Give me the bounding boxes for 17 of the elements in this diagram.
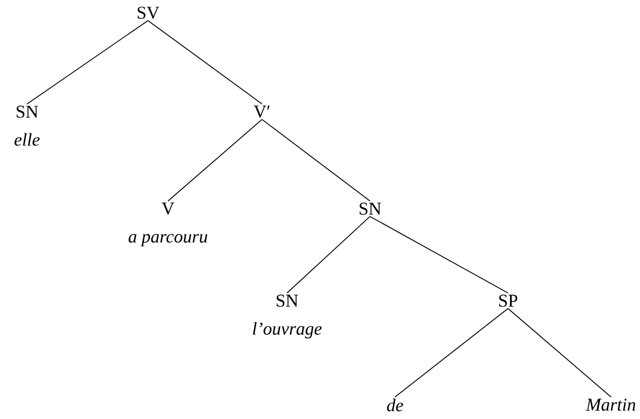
- category-label: SN: [360, 202, 382, 215]
- tree-branch: [394, 308, 508, 398]
- category-label: SN l’ouvrage: [252, 294, 322, 338]
- category-label: SN elle: [14, 106, 40, 146]
- tree-branch: [370, 216, 508, 294]
- tree-branch: [508, 308, 612, 398]
- category-label: SV: [138, 6, 160, 19]
- category-label: V′: [254, 106, 270, 118]
- tree-branch: [26, 20, 148, 104]
- tree-branch: [262, 119, 370, 202]
- tree-branch: [286, 216, 370, 294]
- tree-branch: [148, 20, 262, 104]
- word-label: Martin: [586, 398, 636, 411]
- category-label: V a parcouru: [128, 202, 208, 246]
- tree-branch: [168, 119, 262, 202]
- category-label: SP: [499, 294, 518, 307]
- word-label: de: [387, 398, 404, 412]
